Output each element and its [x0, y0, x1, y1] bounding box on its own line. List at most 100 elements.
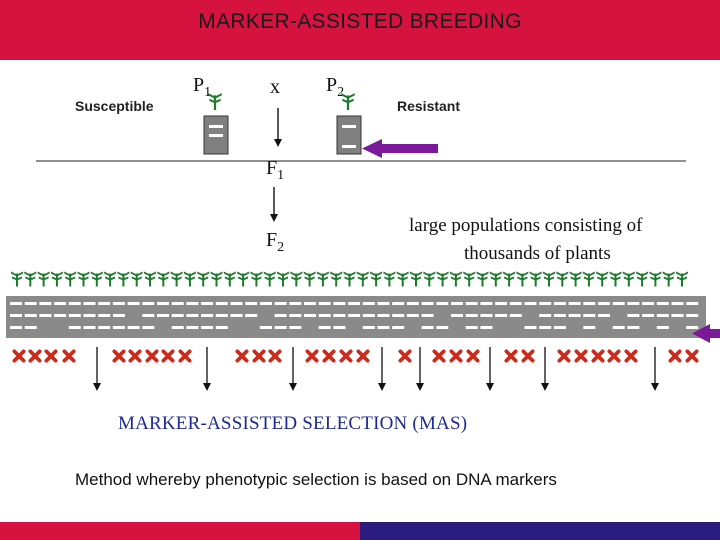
- gel-band: [201, 326, 214, 329]
- parent-2-plant-icon: [341, 93, 355, 110]
- plant-icon: [223, 271, 236, 287]
- gel-band: [480, 314, 493, 317]
- down-arrow-icon: [486, 347, 494, 391]
- x-mark-icon: [145, 349, 159, 363]
- gel-band: [495, 314, 508, 317]
- gel-band: [289, 326, 302, 329]
- gel-band: [39, 302, 52, 305]
- gel-band: [98, 314, 111, 317]
- gel-band: [83, 326, 96, 329]
- gel-band: [583, 314, 596, 317]
- down-arrow-icon: [289, 347, 297, 391]
- gel-band: [157, 314, 169, 317]
- gel-band: [362, 326, 375, 329]
- marker-pointer-icon: [362, 139, 438, 158]
- page-title: MARKER-ASSISTED BREEDING: [198, 10, 522, 33]
- gel-band: [333, 302, 346, 305]
- x-mark-icon: [521, 349, 535, 363]
- gel-band: [524, 302, 537, 305]
- gel-band: [568, 302, 581, 305]
- gel-band: [553, 302, 566, 305]
- plant-icon: [622, 271, 635, 287]
- x-mark-icon: [178, 349, 192, 363]
- plant-icon: [197, 271, 210, 287]
- gel-band: [509, 302, 522, 305]
- plant-icon: [104, 271, 117, 287]
- x-mark-icon: [432, 349, 446, 363]
- gel-band: [68, 326, 81, 329]
- gel-band: [656, 314, 669, 317]
- gel-band: [524, 326, 537, 329]
- gel-band: [421, 314, 434, 317]
- down-arrow-icon: [541, 347, 549, 391]
- plant-icon: [582, 271, 595, 287]
- plant-icon: [449, 271, 462, 287]
- plant-icon: [117, 271, 130, 287]
- x-mark-icon: [668, 349, 682, 363]
- x-mark-icon: [268, 349, 282, 363]
- gel-band: [39, 314, 52, 317]
- mas-title: MARKER-ASSISTED SELECTION (MAS): [118, 413, 468, 434]
- plant-icon: [636, 271, 649, 287]
- gel-band: [627, 302, 640, 305]
- gel-band: [83, 302, 96, 305]
- down-arrow-icon: [651, 347, 659, 391]
- gel-band: [24, 326, 37, 329]
- plant-icon: [210, 271, 223, 287]
- x-mark-icon: [685, 349, 699, 363]
- gel-band: [201, 314, 214, 317]
- gel-band: [392, 302, 405, 305]
- gel-band: [112, 302, 125, 305]
- down-arrow-icon: [416, 347, 424, 391]
- gel-band: [127, 302, 140, 305]
- gel-band: [289, 302, 302, 305]
- gel-band: [686, 326, 699, 329]
- gel-band: [598, 302, 610, 305]
- plant-icon: [11, 271, 23, 287]
- gel-band: [54, 314, 67, 317]
- gel-band: [318, 314, 331, 317]
- plant-icon: [556, 271, 569, 287]
- plant-icon: [609, 271, 622, 287]
- gel-band: [348, 314, 361, 317]
- plant-icon: [423, 271, 436, 287]
- x-mark-icon: [574, 349, 588, 363]
- gel-band: [24, 314, 37, 317]
- plant-icon: [410, 271, 422, 287]
- gel-band: [377, 302, 390, 305]
- plant-icon: [529, 271, 542, 287]
- gel-band: [10, 302, 22, 305]
- down-arrow-icon: [203, 347, 211, 391]
- plant-icon: [543, 271, 555, 287]
- plant-icon: [90, 271, 103, 287]
- gel-band: [112, 314, 125, 317]
- gel-band: [436, 326, 449, 329]
- plant-icon: [370, 271, 383, 287]
- x-mark-icon: [112, 349, 126, 363]
- gel-band: [686, 314, 699, 317]
- x-mark-icon: [322, 349, 336, 363]
- gel-band: [215, 326, 228, 329]
- plant-icon: [263, 271, 276, 287]
- plant-icon: [144, 271, 156, 287]
- gel-band: [98, 302, 111, 305]
- plant-icon: [569, 271, 582, 287]
- x-mark-icon: [449, 349, 463, 363]
- x-mark-icon: [62, 349, 76, 363]
- gel-band: [465, 302, 478, 305]
- x-mark-icon: [305, 349, 319, 363]
- gel-band: [686, 302, 699, 305]
- gel-band: [436, 302, 449, 305]
- gel-band: [127, 326, 140, 329]
- gel-band: [10, 326, 22, 329]
- plant-icon: [130, 271, 143, 287]
- gel-band: [421, 326, 434, 329]
- gel-band: [362, 302, 375, 305]
- plant-icon: [662, 271, 675, 287]
- gel-band: [421, 302, 434, 305]
- plant-icon: [649, 271, 662, 287]
- gel-band: [451, 302, 463, 305]
- gel-band: [318, 326, 331, 329]
- plant-icon: [37, 271, 50, 287]
- x-mark-icon: [624, 349, 638, 363]
